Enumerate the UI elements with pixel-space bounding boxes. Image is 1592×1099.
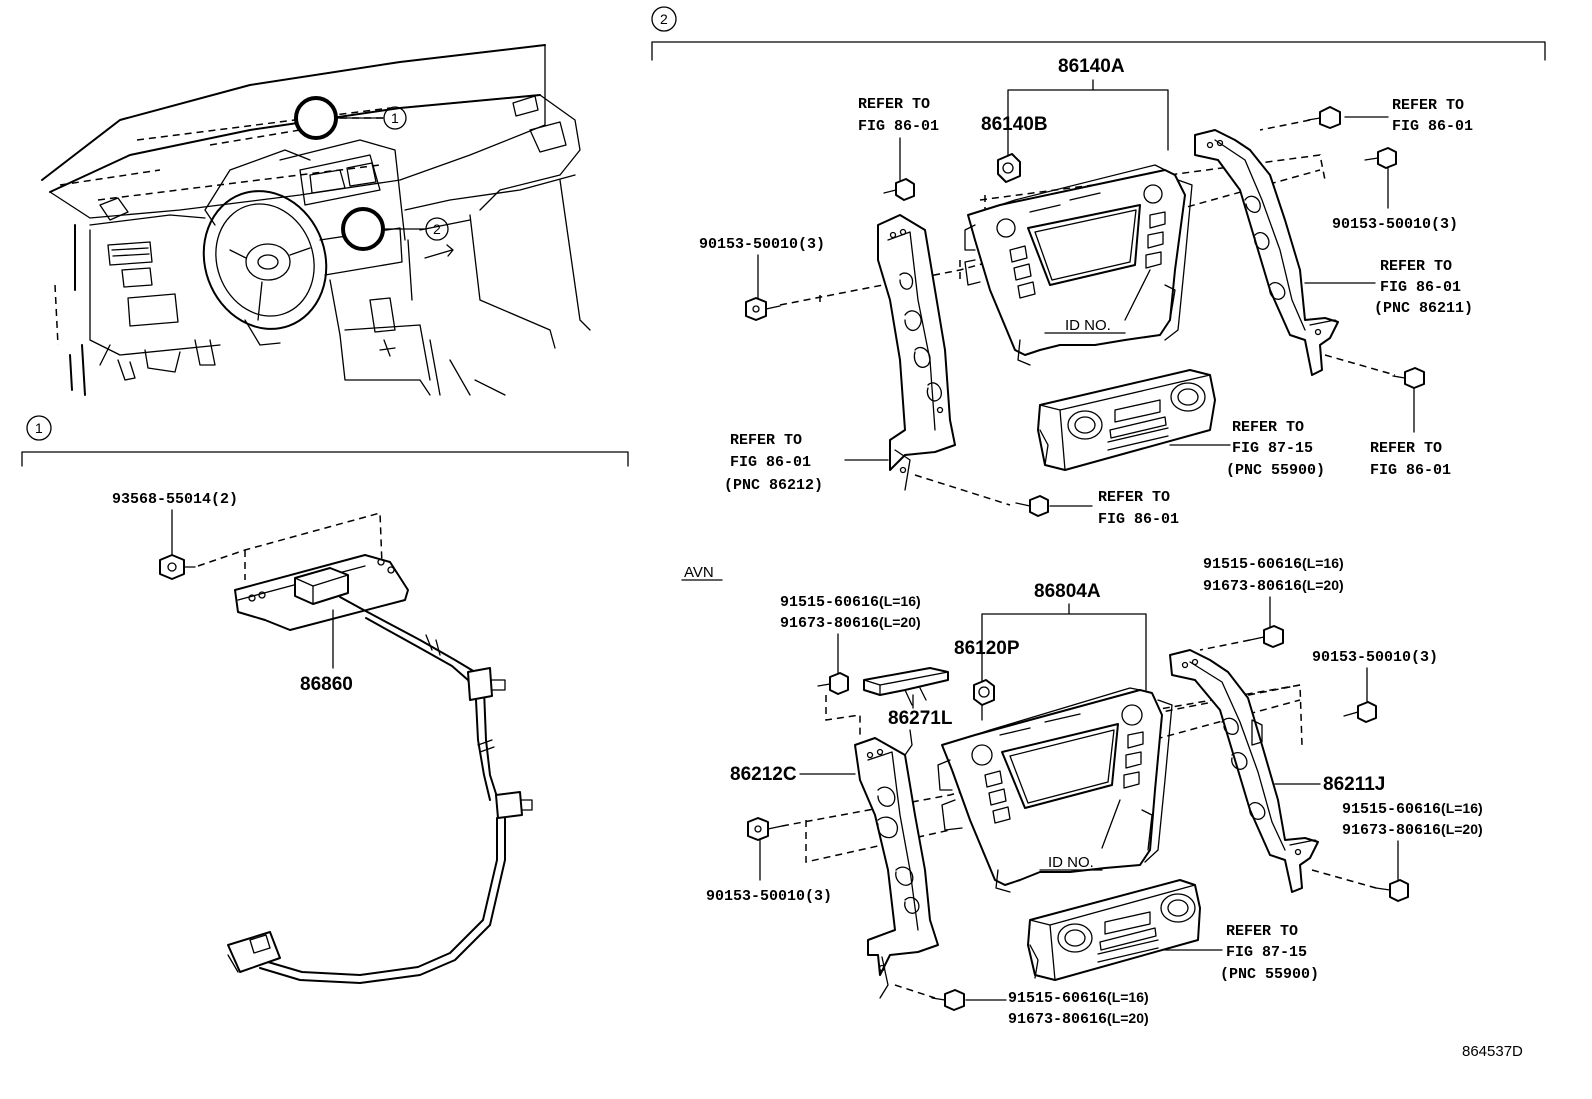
id-no-top: ID NO. (1065, 317, 1111, 334)
part-90153-avn-right: 90153-50010(3) (1312, 649, 1438, 666)
part-91515-bottom: 91515-60616(L=16) (1008, 989, 1149, 1007)
part-90153-50010-left: 90153-50010(3) (699, 236, 825, 253)
part-86860: 86860 (300, 674, 353, 695)
figure-id: 864537D (1462, 1043, 1523, 1060)
id-no-bottom: ID NO. (1048, 854, 1094, 871)
left-bracket-86212 (877, 214, 956, 491)
bolt-icon (883, 178, 915, 201)
part-91515-top-right: 91515-60616(L=16) (1203, 555, 1344, 573)
bolt-icon (1015, 495, 1049, 517)
part-90153-avn-left: 90153-50010(3) (706, 888, 832, 905)
part-93568-55014: 93568-55014(2) (112, 491, 238, 508)
knob-icon (997, 153, 1021, 183)
section-1: 1 93568-55014(2) 86860 (21, 415, 629, 984)
refer-label-c-line2: FIG 86-01 (1370, 462, 1451, 479)
part-91673-mid-right: 91673-80616(L=20) (1342, 821, 1483, 839)
bolt-icon (1249, 625, 1284, 648)
part-90153-50010-top-right: 90153-50010(3) (1332, 216, 1458, 233)
refer-label-d-line1: REFER TO (1098, 489, 1170, 506)
bolt-icon (817, 672, 849, 695)
part-86140B: 86140B (981, 114, 1048, 135)
callout-2-text: 2 (433, 221, 441, 237)
refer-87-15-bot-line1: REFER TO (1226, 923, 1298, 940)
refer-86212-line1: REFER TO (730, 432, 802, 449)
climate-control-panel-bottom (1027, 879, 1201, 981)
left-bracket-86212C (854, 729, 939, 999)
section-2-marker: 2 (660, 11, 668, 27)
knob-icon (973, 679, 995, 706)
bolt-icon (1364, 147, 1397, 169)
part-91515-mid-right: 91515-60616(L=16) (1342, 800, 1483, 818)
refer-label-b-line1: REFER TO (1392, 97, 1464, 114)
part-91515-top-left: 91515-60616(L=16) (780, 593, 921, 611)
refer-label-c-line1: REFER TO (1370, 440, 1442, 457)
antenna-module-86860 (234, 554, 409, 631)
part-86140A: 86140A (1058, 56, 1125, 77)
part-91673-bottom: 91673-80616(L=20) (1008, 1010, 1149, 1028)
section-1-marker: 1 (35, 420, 43, 436)
bolt-icon (1307, 106, 1341, 129)
refer-label-a-line2: FIG 86-01 (858, 118, 939, 135)
part-91673-top-left: 91673-80616(L=20) (780, 614, 921, 632)
bolt-icon (1392, 367, 1425, 389)
small-bracket-86271L (863, 667, 949, 706)
part-86271L: 86271L (888, 708, 953, 729)
climate-control-panel-top (1037, 369, 1216, 471)
bolt-icon (159, 554, 196, 580)
part-86211J: 86211J (1323, 774, 1385, 795)
refer-87-15-top-line3: (PNC 55900) (1226, 462, 1325, 479)
section-2: 2 86140A 86140B REFER TO FIG 86-01 REFER… (651, 6, 1546, 1060)
bolt-icon (745, 297, 781, 321)
dashboard-overview: 1 2 (41, 44, 591, 396)
part-86212C: 86212C (730, 764, 797, 785)
refer-87-15-top-line1: REFER TO (1232, 419, 1304, 436)
refer-86211-line1: REFER TO (1380, 258, 1452, 275)
avn-label: AVN (684, 564, 714, 581)
head-unit-86140A (964, 164, 1193, 366)
right-bracket-86211 (1194, 129, 1339, 376)
refer-86211-line2: FIG 86-01 (1380, 279, 1461, 296)
part-86120P: 86120P (954, 638, 1020, 659)
part-91673-top-right: 91673-80616(L=20) (1203, 577, 1344, 595)
callout-1-text: 1 (391, 110, 399, 126)
refer-87-15-bot-line2: FIG 87-15 (1226, 944, 1307, 961)
bolt-icon (1375, 879, 1409, 902)
refer-86212-line2: FIG 86-01 (730, 454, 811, 471)
refer-label-a-line1: REFER TO (858, 96, 930, 113)
refer-label-b-line2: FIG 86-01 (1392, 118, 1473, 135)
refer-86212-line3: (PNC 86212) (724, 477, 823, 494)
right-bracket-86211J (1169, 649, 1319, 893)
refer-87-15-top-line2: FIG 87-15 (1232, 440, 1313, 457)
refer-86211-line3: (PNC 86211) (1374, 300, 1473, 317)
bolt-icon (747, 817, 783, 841)
bolt-icon (1343, 701, 1377, 723)
bolt-icon (931, 989, 965, 1011)
part-86804A: 86804A (1034, 581, 1101, 602)
refer-label-d-line2: FIG 86-01 (1098, 511, 1179, 528)
refer-87-15-bot-line3: (PNC 55900) (1220, 966, 1319, 983)
